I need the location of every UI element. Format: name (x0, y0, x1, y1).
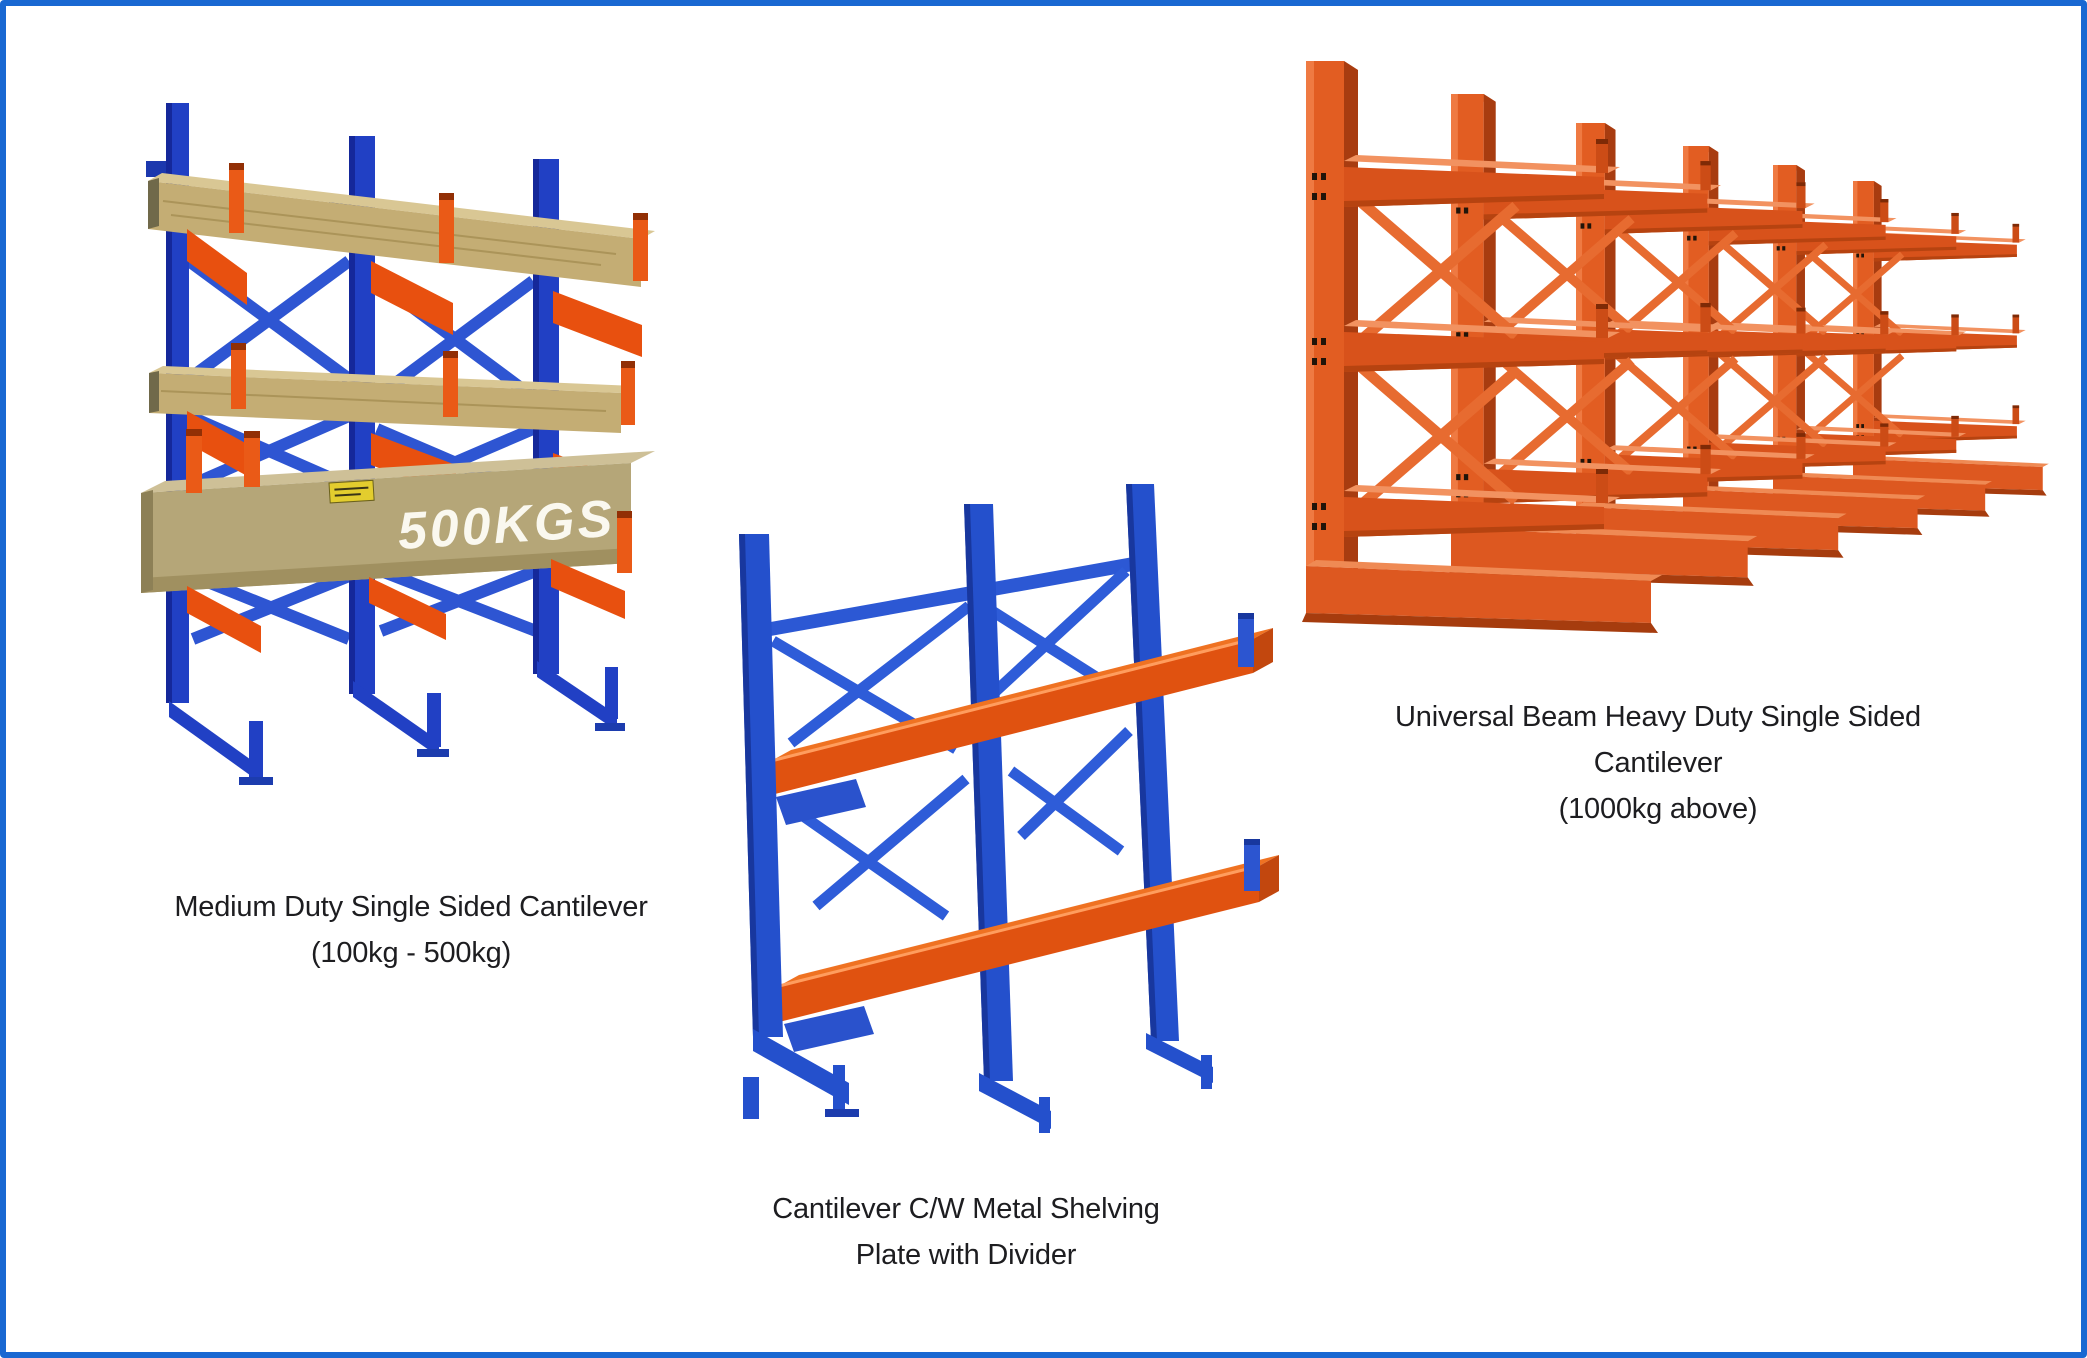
rack2-upper-shelf (770, 628, 1273, 825)
rack2-divider-pins (1238, 613, 1260, 891)
caption-heavy-duty: Universal Beam Heavy Duty Single Sided C… (1348, 694, 1968, 832)
rack1-top-timber-beam (148, 173, 655, 287)
caption-metal-shelving: Cantilever C/W Metal Shelving Plate with… (656, 1186, 1276, 1278)
rack1-arms-level1 (187, 163, 648, 357)
rack3-units (1302, 61, 2049, 633)
medium-duty-rack-image: 500KGS (141, 103, 655, 785)
heavy-duty-rack-image (1302, 61, 2049, 633)
rack2-bracing (765, 557, 1133, 921)
rack1-mid-timber-beam (149, 366, 635, 433)
caption-heavy-duty-line1: Universal Beam Heavy Duty Single Sided C… (1395, 701, 1921, 779)
box-label (328, 479, 375, 504)
caption-heavy-duty-line2: (1000kg above) (1558, 793, 1758, 825)
caption-medium-duty-line1: Medium Duty Single Sided Cantilever (174, 891, 648, 923)
rack2-lower-shelf (778, 855, 1279, 1052)
caption-medium-duty: Medium Duty Single Sided Cantilever (100… (101, 884, 721, 976)
caption-medium-duty-line2: (100kg - 500kg) (310, 937, 512, 969)
rack1-load-box: 500KGS (141, 451, 655, 593)
metal-shelving-rack-image (739, 484, 1279, 1133)
rack1-base-legs (169, 661, 625, 785)
rack1-arms-level3 (186, 429, 632, 653)
caption-metal-shelving-line2: Plate with Divider (855, 1239, 1077, 1271)
caption-metal-shelving-line1: Cantilever C/W Metal Shelving (772, 1193, 1160, 1225)
load-label: 500KGS (396, 490, 617, 561)
rack2-front-post (739, 534, 859, 1119)
